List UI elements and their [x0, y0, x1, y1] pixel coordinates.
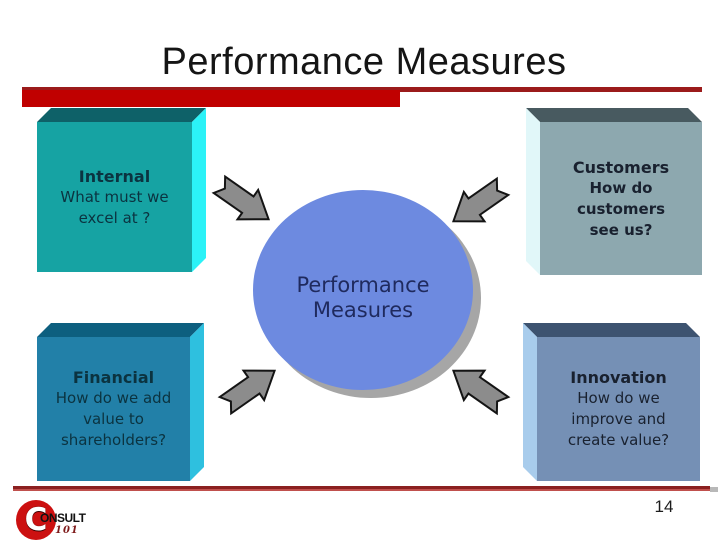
- title-accent-bar: [22, 90, 400, 107]
- box-customers: Customers How do customers see us?: [526, 108, 702, 275]
- arrow-polygon: [452, 369, 511, 416]
- center-ellipse-label: Performance Measures: [247, 194, 479, 402]
- box-side-face: [523, 323, 537, 481]
- footer-line-dark: [13, 486, 710, 489]
- arrow-bottom-left-icon: [205, 353, 295, 423]
- box-front-face: [537, 337, 700, 481]
- arrow-polygon: [217, 369, 276, 416]
- box-side-face: [190, 323, 204, 481]
- box-front-face: [37, 122, 192, 272]
- arrow-bottom-right-icon: [433, 353, 523, 423]
- box-internal-line: What must we: [60, 187, 169, 206]
- center-label-line: Performance: [296, 273, 430, 297]
- box-innovation-line: improve and: [571, 410, 666, 428]
- box-front-face: [540, 122, 702, 275]
- consult-logo: C ONSULT 101: [14, 497, 124, 545]
- arrow-shape: [217, 369, 276, 416]
- box-financial-line: value to: [83, 410, 144, 428]
- center-label-line: Measures: [312, 298, 414, 322]
- box-customers-shape: [526, 108, 702, 275]
- box-innovation-title: Innovation: [570, 368, 667, 387]
- ellipse-main: [253, 190, 473, 390]
- box-top-face: [37, 108, 206, 122]
- footer-line-light: [13, 489, 710, 491]
- box-internal-text: Internal What must we excel at ?: [37, 122, 192, 294]
- box-internal-shape: [37, 108, 206, 272]
- arrow-polygon: [211, 174, 270, 221]
- logo-name-text: ONSULT: [40, 511, 86, 525]
- box-innovation-shape: [523, 323, 700, 481]
- box-customers-title: Customers: [572, 157, 670, 177]
- arrow-top-right-icon: [433, 169, 523, 239]
- arrow-shape: [211, 174, 270, 221]
- box-financial-title: Financial: [72, 368, 155, 387]
- box-innovation-line: create value?: [567, 431, 670, 449]
- arrow-shape: [452, 176, 511, 223]
- box-internal-line: excel at ?: [78, 208, 151, 227]
- box-financial-line: How do we add: [55, 389, 172, 407]
- box-internal-title: Internal: [78, 166, 151, 186]
- box-financial: Financial How do we add value to shareho…: [37, 323, 204, 481]
- logo-c-letter: C: [24, 502, 48, 538]
- center-ellipse: Performance Measures: [247, 186, 483, 400]
- box-financial-text: Financial How do we add value to shareho…: [37, 337, 190, 481]
- box-side-face: [526, 108, 540, 275]
- center-ellipse-shape: [253, 190, 481, 398]
- box-innovation: Innovation How do we improve and create …: [523, 323, 700, 481]
- box-financial-shape: [37, 323, 204, 481]
- slide-title: Performance Measures: [161, 41, 567, 83]
- box-innovation-text: Innovation How do we improve and create …: [537, 337, 700, 481]
- title-rule-line: [22, 87, 702, 92]
- box-financial-line: shareholders?: [60, 431, 167, 449]
- arrow-shape: [452, 369, 511, 416]
- page-number: 14: [654, 497, 674, 516]
- box-customers-text: Customers How do customers see us?: [540, 122, 702, 275]
- box-top-face: [526, 108, 702, 122]
- box-customers-line: customers: [576, 199, 666, 218]
- box-top-face: [37, 323, 204, 337]
- box-side-face: [192, 108, 206, 272]
- arrow-polygon: [452, 176, 511, 223]
- box-front-face: [37, 337, 190, 481]
- box-internal: Internal What must we excel at ?: [37, 108, 206, 272]
- logo-c-disc: C: [16, 500, 56, 540]
- box-innovation-line: How do we: [577, 389, 660, 407]
- footer-line-shadow: [710, 487, 718, 492]
- box-customers-line: How do: [589, 178, 653, 197]
- box-customers-line: see us?: [589, 220, 653, 239]
- box-top-face: [523, 323, 700, 337]
- logo-sub-text: 101: [55, 525, 79, 536]
- arrow-top-left-icon: [199, 167, 289, 237]
